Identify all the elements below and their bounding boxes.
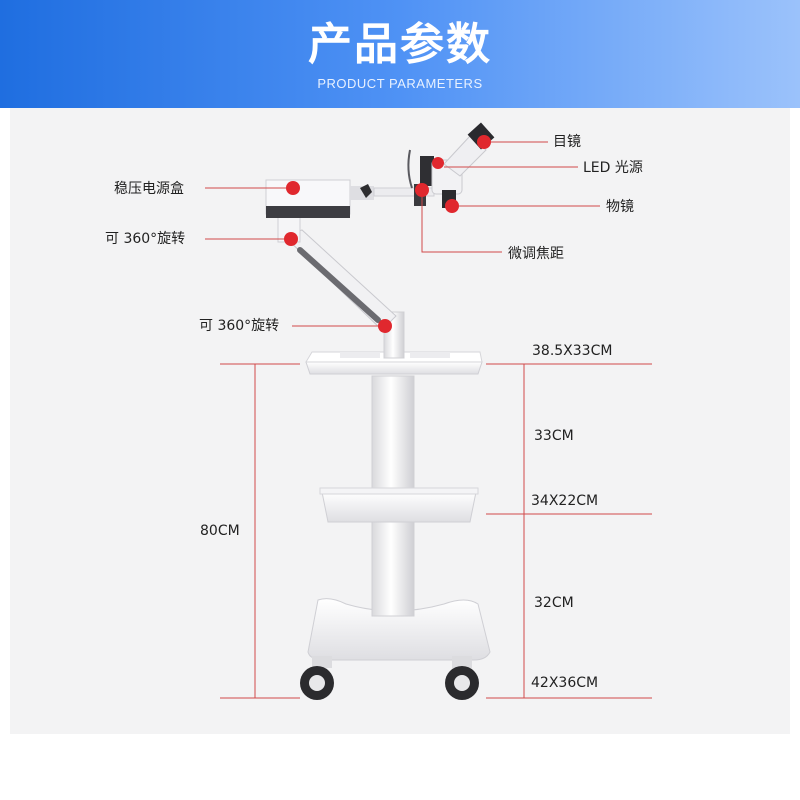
middle-tray	[319, 487, 479, 523]
label-eyepiece: 目镜	[553, 134, 581, 150]
dim-lower-gap: 32CM	[534, 595, 574, 611]
dim-total-height: 80CM	[200, 523, 240, 539]
label-fine-focus: 微调焦距	[508, 246, 564, 262]
label-led-light: LED 光源	[583, 160, 643, 176]
dim-top-tray: 38.5X33CM	[532, 343, 613, 359]
dim-upper-gap: 33CM	[534, 428, 574, 444]
marker-fine-focus	[415, 183, 429, 197]
page-subtitle: PRODUCT PARAMETERS	[317, 76, 483, 91]
dim-base: 42X36CM	[531, 675, 599, 691]
callout-leaders	[205, 141, 652, 699]
power-supply-box	[265, 179, 374, 218]
articulated-arm	[277, 209, 397, 331]
marker-led	[432, 157, 444, 169]
label-rotate-lower: 可 360°旋转	[199, 318, 280, 334]
label-rotate-upper: 可 360°旋转	[105, 231, 186, 247]
label-power-box: 稳压电源盒	[114, 181, 184, 197]
page-title: 产品参数	[308, 19, 492, 70]
marker-rotate-lower	[378, 319, 392, 333]
caster-wheel-right	[445, 656, 479, 700]
marker-rotate-upper	[284, 232, 298, 246]
feature-markers	[284, 135, 491, 333]
microscope-head	[407, 122, 495, 208]
marker-eyepiece	[477, 135, 491, 149]
marker-power-box	[286, 181, 300, 195]
caster-wheel-left	[300, 656, 334, 700]
dim-middle-tray: 34X22CM	[531, 493, 599, 509]
marker-objective	[445, 199, 459, 213]
header-banner: 产品参数 PRODUCT PARAMETERS	[0, 0, 800, 108]
label-objective: 物镜	[606, 199, 634, 215]
